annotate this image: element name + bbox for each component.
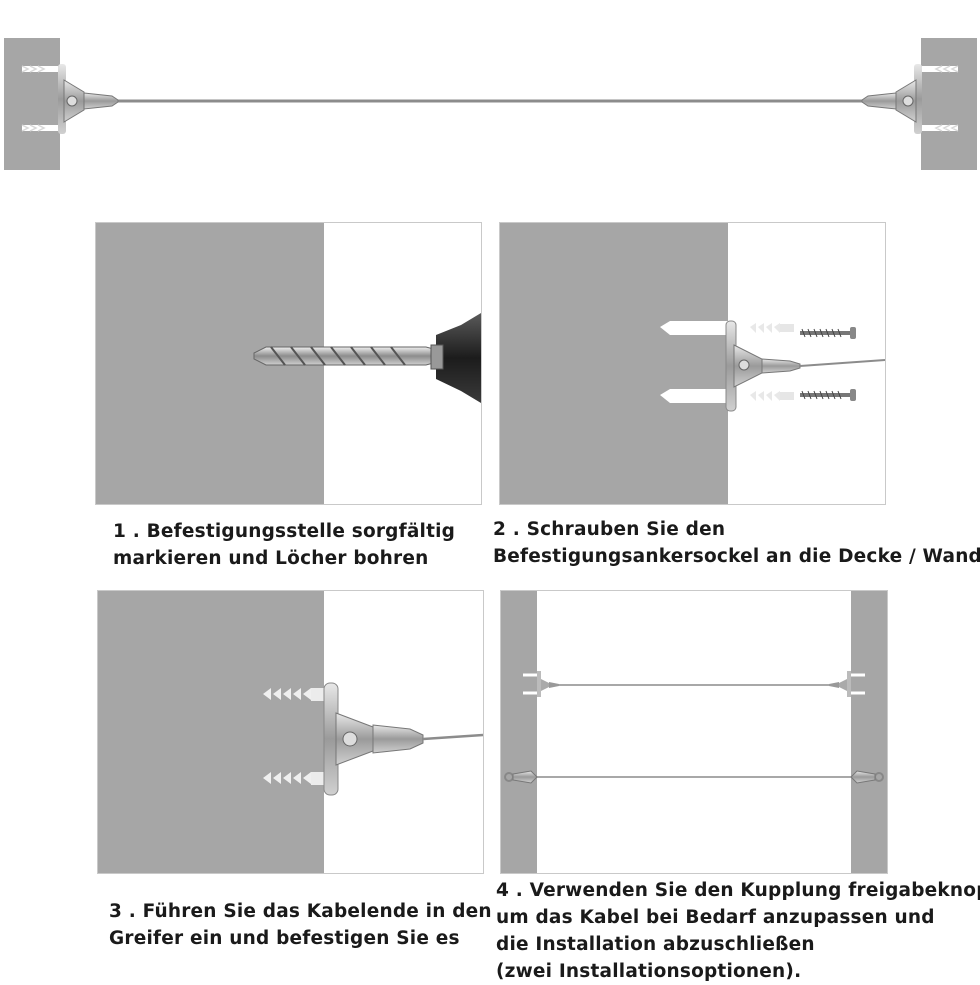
caption-line: Befestigungsankersockel an die Decke / W… [493, 546, 980, 567]
left-wall [501, 591, 537, 873]
right-wall [921, 38, 977, 170]
step-2-caption: 2 . Schrauben Sie den Befestigungsankers… [493, 516, 980, 570]
left-wall [4, 38, 60, 170]
step-4-panel [500, 590, 888, 874]
caption-line: 1 . Befestigungsstelle sorgfältig [113, 521, 456, 542]
caption-line: markieren und Löcher bohren [113, 548, 429, 569]
drill-chuck-icon [430, 313, 481, 403]
drill-hole-upper [660, 321, 728, 335]
anchor-base-icon [725, 320, 885, 412]
right-wall [851, 591, 887, 873]
eye-hook-cable-icon [504, 770, 884, 784]
caption-line: um das Kabel bei Bedarf anzupassen und [496, 907, 935, 928]
step-1-panel [95, 222, 482, 505]
caption-line: 4 . Verwenden Sie den Kupplung freigabek… [496, 880, 980, 901]
right-mount-icon [861, 64, 959, 134]
step-1-caption: 1 . Befestigungsstelle sorgfältig markie… [113, 518, 455, 572]
wall [500, 223, 728, 504]
cable-gripper-icon [323, 682, 483, 796]
caption-line: 2 . Schrauben Sie den [493, 519, 726, 540]
caption-line: 3 . Führen Sie das Kabelende in den [109, 901, 492, 922]
step-2-panel [499, 222, 886, 505]
caption-line: (zwei Installationsoptionen). [496, 961, 802, 982]
caption-line: Greifer ein und befestigen Sie es [109, 928, 460, 949]
drill-bit-icon [253, 346, 442, 366]
hero-cable-kit-icon [4, 38, 977, 170]
wall-anchor-icon [750, 323, 794, 401]
hero-illustration [0, 30, 980, 180]
screw-icon [800, 327, 856, 401]
step-3-panel [97, 590, 484, 874]
step-4-caption: 4 . Verwenden Sie den Kupplung freigabek… [496, 877, 980, 985]
left-mount-icon [21, 64, 119, 134]
wall-mount-cable-icon [523, 671, 865, 697]
step-3-caption: 3 . Führen Sie das Kabelende in den Grei… [109, 898, 492, 952]
wall [98, 591, 324, 873]
drill-hole-lower [660, 389, 728, 403]
caption-line: die Installation abzuschließen [496, 934, 815, 955]
